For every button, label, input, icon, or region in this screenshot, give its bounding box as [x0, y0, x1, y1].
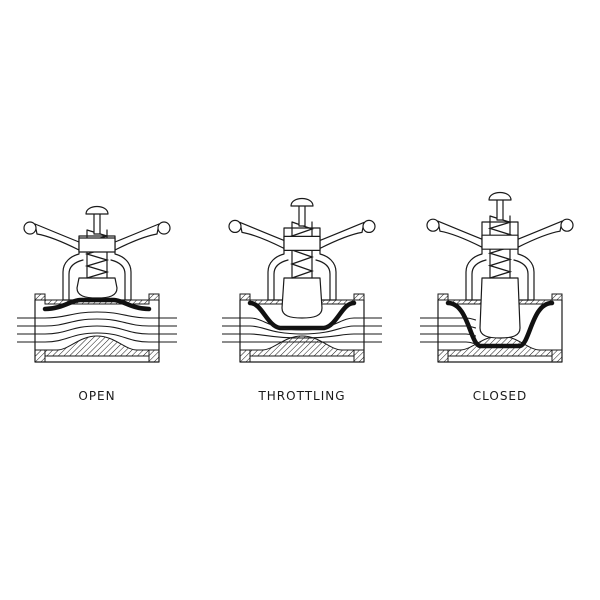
compressor: [281, 277, 323, 319]
right-flange-top: [353, 293, 365, 301]
flow-line: [17, 325, 177, 335]
left-flange-top: [239, 293, 251, 301]
bonnet-inner: [273, 259, 331, 301]
handle-arm-left: [437, 220, 483, 248]
handle-hub: [283, 235, 321, 251]
valve-panel-open: [17, 205, 177, 363]
valve-panel-closed: [420, 191, 574, 363]
stem-rod: [496, 197, 504, 221]
bonnet-inner: [471, 259, 529, 301]
flow-line: [420, 341, 477, 345]
handle-hub: [481, 234, 519, 250]
stem-cap: [290, 197, 314, 207]
flow-line: [222, 325, 382, 335]
handle-ball-right: [362, 219, 376, 233]
right-flange-bottom: [353, 349, 365, 363]
flow-line: [222, 317, 382, 331]
flow-line: [17, 318, 177, 327]
flow-line: [17, 332, 177, 343]
valve-body-outline: [34, 299, 160, 363]
left-flange-top: [437, 293, 449, 301]
valve-weir: [249, 335, 355, 357]
valve-weir: [44, 335, 150, 357]
flow-lines: [17, 311, 177, 343]
left-flange-bottom: [239, 349, 251, 363]
handle-ball-left: [23, 221, 37, 235]
stem-cap: [85, 205, 109, 215]
left-flange-bottom: [34, 349, 46, 363]
bonnet-inner: [68, 259, 126, 301]
handle-ball-right: [560, 218, 574, 232]
valve-body-outline: [437, 299, 563, 363]
valve-label-throttling: THROTTLING: [257, 389, 345, 403]
handle-ball-left: [426, 218, 440, 232]
diaphragm: [247, 300, 357, 331]
valve-label-closed: CLOSED: [473, 389, 528, 403]
right-flange-top: [551, 293, 563, 301]
right-flange-bottom: [551, 349, 563, 363]
flow-line: [420, 325, 477, 329]
valve-panel-throttling: [222, 197, 382, 363]
compressor: [479, 277, 521, 339]
handle-arm-right: [114, 223, 160, 251]
handle-hub: [78, 237, 116, 253]
stem-rod: [93, 211, 101, 235]
handle-ball-right: [157, 221, 171, 235]
handle-ball-left: [228, 219, 242, 233]
stem-cap: [488, 191, 512, 201]
left-flange-bottom: [437, 349, 449, 363]
flow-lines: [222, 317, 382, 343]
flow-line: [420, 333, 477, 337]
diaphragm: [42, 297, 152, 312]
flow-line: [17, 311, 177, 319]
handle-arm-right: [319, 221, 365, 249]
valve-label-open: OPEN: [78, 389, 115, 403]
right-flange-bottom: [148, 349, 160, 363]
handle-arm-left: [34, 223, 80, 251]
stem-rod: [298, 203, 306, 227]
diaphragm: [445, 300, 555, 349]
handle-arm-left: [239, 221, 285, 249]
flow-line: [222, 333, 382, 339]
left-flange-top: [34, 293, 46, 301]
handle-arm-right: [517, 220, 563, 248]
flow-line: [420, 317, 477, 321]
compressor: [76, 277, 118, 299]
valve-body-outline: [239, 299, 365, 363]
right-flange-top: [148, 293, 160, 301]
flow-lines: [420, 317, 477, 345]
